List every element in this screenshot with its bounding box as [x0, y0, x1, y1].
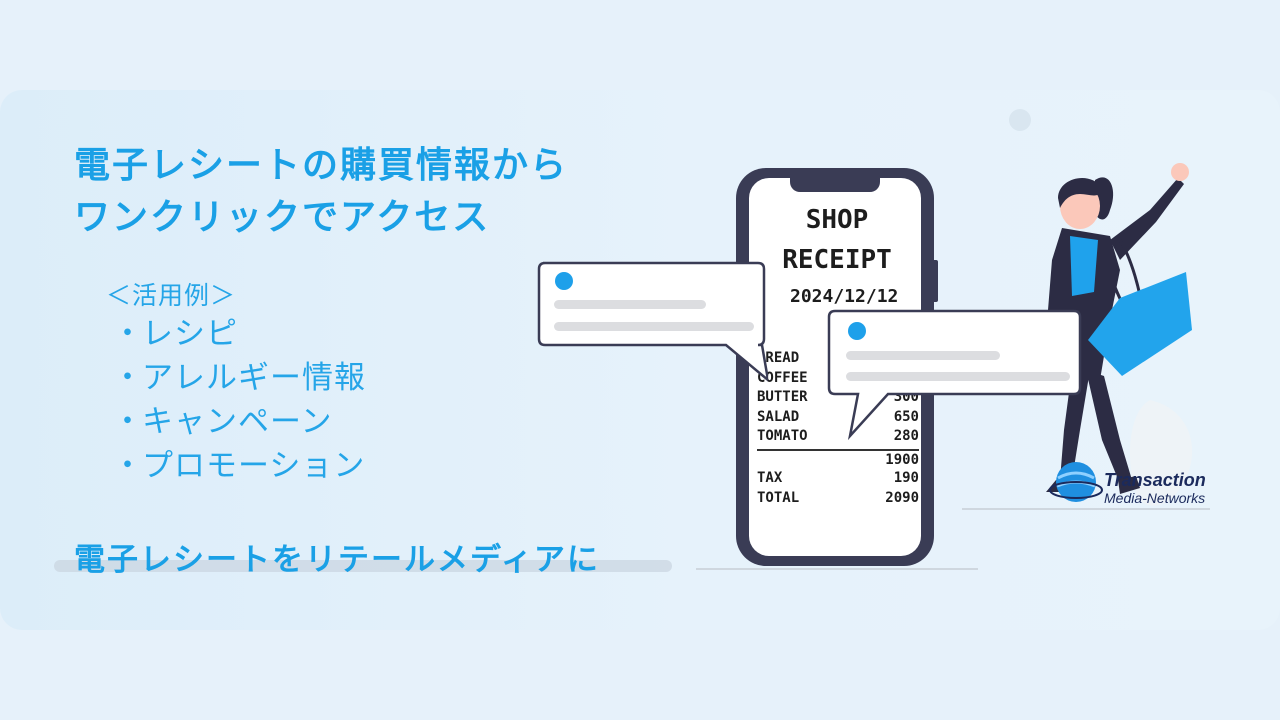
list-item: ・レシピ — [112, 316, 238, 352]
tagline-underline — [54, 560, 672, 572]
receipt-shop: SHOP — [805, 205, 869, 235]
woman-shopping-illustration — [1046, 163, 1192, 494]
receipt-divider — [757, 449, 919, 451]
tagline: 電子レシートをリテールメディアに — [74, 542, 600, 578]
ground-line — [962, 508, 1210, 510]
decorative-shapes — [1009, 109, 1193, 506]
phone-side-button — [932, 260, 938, 302]
list-item: ・アレルギー情報 — [112, 360, 366, 396]
receipt-row: BREAD — [757, 350, 800, 366]
headline-line-2: ワンクリックでアクセス — [74, 197, 491, 238]
logo-text-line-2: Media-Networks — [1104, 490, 1206, 506]
bubble-dot-icon — [555, 272, 573, 290]
receipt-row: COFFEE — [757, 369, 808, 386]
phone-notch — [790, 178, 880, 192]
headline: 電子レシートの購買情報から ワンクリックでアクセス — [74, 140, 568, 244]
list-item: ・プロモーション — [112, 448, 366, 484]
notification-bubble — [826, 308, 1084, 442]
receipt-date: 2024/12/12 — [790, 286, 899, 307]
bubble-dot-icon — [848, 322, 866, 340]
receipt-subtotal: 1900 — [885, 452, 919, 468]
logo-text-line-1: Transaction — [1104, 470, 1206, 490]
list-item: ・キャンペーン — [112, 404, 333, 440]
headline-line-1: 電子レシートの購買情報から — [74, 145, 569, 186]
notification-bubble — [536, 260, 768, 398]
examples-title: ＜活用例＞ — [106, 281, 237, 310]
examples-list: ・レシピ ・アレルギー情報 ・キャンペーン ・プロモーション — [112, 312, 366, 488]
receipt-header: SHOP RECEIPT — [752, 200, 922, 280]
receipt-title: RECEIPT — [782, 245, 892, 275]
transaction-media-networks-logo-icon — [1049, 462, 1103, 502]
ground-line — [696, 568, 978, 570]
